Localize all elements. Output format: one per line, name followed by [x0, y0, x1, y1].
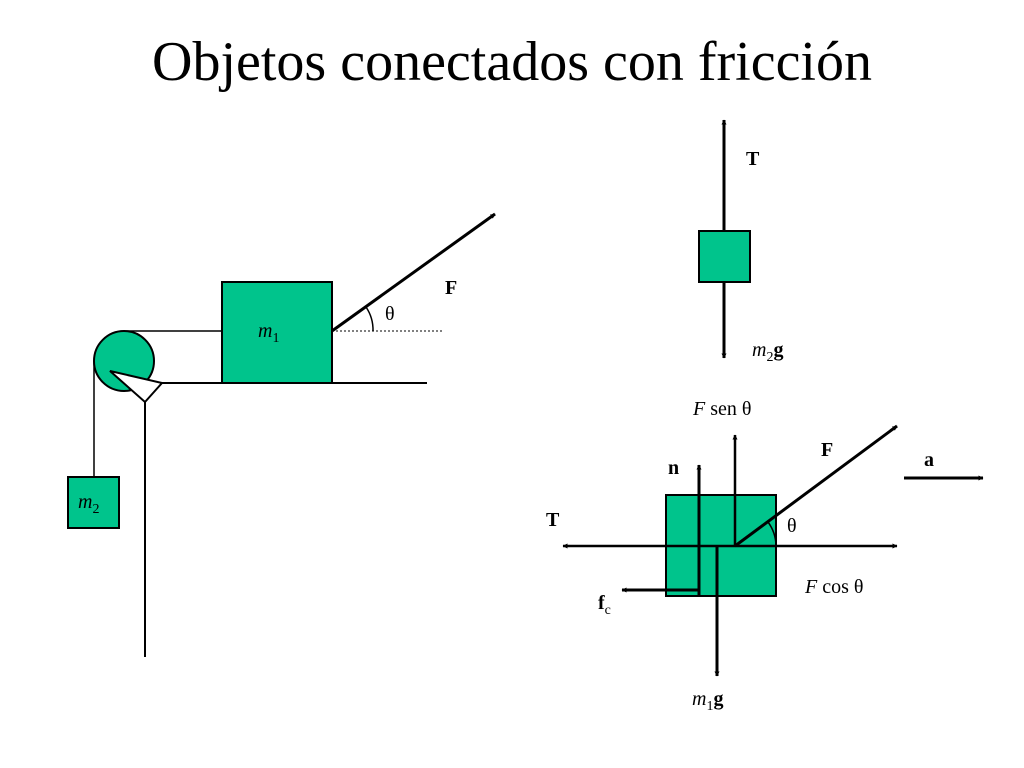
slide-title: Objetos conectados con fricción [152, 31, 872, 93]
fbd-m1: F sen θ F a n T θ F cos θ fc m1g [546, 398, 984, 714]
angle-arc [365, 306, 374, 332]
block-m2-fbd [698, 230, 751, 283]
fbd-m2: T m2g [698, 119, 783, 365]
force-arrow-m1 [734, 424, 898, 548]
friction-label: fc [598, 592, 611, 618]
angle-label-fbd: θ [787, 515, 797, 537]
block-m2 [67, 476, 120, 529]
applied-force-arrow [331, 212, 496, 333]
m2-label: m2 [78, 491, 99, 517]
weight-label-m1: m1g [692, 688, 723, 714]
weight-label-m2: m2g [752, 339, 783, 365]
pulley-bracket [109, 370, 164, 404]
angle-label-setup: θ [385, 303, 395, 325]
block-m1 [221, 281, 333, 384]
acceleration-label: a [924, 449, 934, 471]
fcos-label: F cos θ [804, 576, 863, 598]
angle-arc-fbd [767, 521, 777, 547]
fsen-label: F sen θ [692, 398, 751, 420]
tension-label-m2: T [746, 148, 760, 170]
tension-label-m1: T [546, 509, 560, 531]
normal-label: n [668, 457, 679, 479]
setup-drawing: m1 m2 θ F [67, 212, 496, 657]
force-label-fbd: F [821, 439, 833, 461]
force-label-setup: F [445, 277, 457, 299]
m1-label: m1 [258, 320, 279, 346]
